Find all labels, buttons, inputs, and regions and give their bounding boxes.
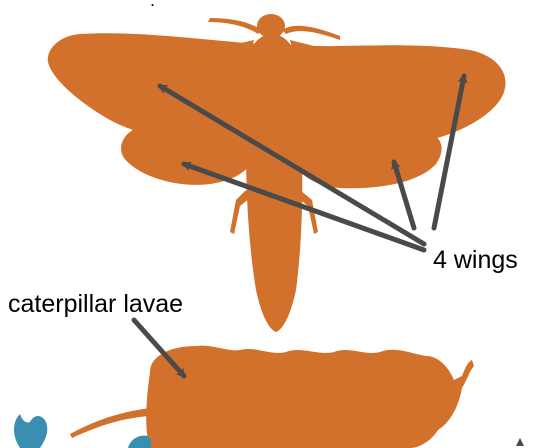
cropped-arrow-fragment: [516, 438, 524, 446]
caterpillar-silhouette-icon: [70, 346, 474, 448]
caterpillar-label: caterpillar lavae: [8, 292, 183, 317]
cropped-text-fragment: :: [150, 0, 155, 10]
moth-silhouette-icon: [48, 14, 506, 332]
wings-label: 4 wings: [433, 248, 518, 273]
